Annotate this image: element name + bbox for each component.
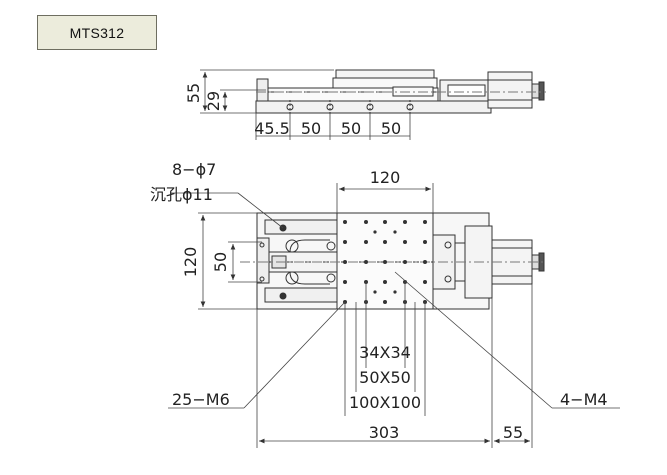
dim-grid-100: 100X100 — [349, 393, 421, 412]
dim-side-2: 50 — [341, 119, 361, 138]
dim-left-inner: 50 — [211, 252, 230, 272]
dim-bottom-motor: 55 — [503, 423, 523, 442]
dim-height-total: 55 — [184, 83, 203, 103]
dim-side-1: 50 — [301, 119, 321, 138]
dim-left-height: 120 — [181, 247, 200, 278]
top-view-dimensions — [168, 183, 620, 448]
side-view — [255, 69, 546, 114]
callout-holes: 8−ϕ7 — [172, 160, 216, 179]
model-label: MTS312 — [37, 15, 157, 50]
dim-side-0: 45.5 — [254, 119, 290, 138]
callout-m6: 25−M6 — [172, 390, 230, 409]
side-view-dimensions — [200, 69, 411, 140]
dim-side-3: 50 — [381, 119, 401, 138]
dim-top-width: 120 — [370, 168, 401, 187]
dim-height-table: 29 — [204, 91, 223, 111]
top-view — [240, 212, 546, 310]
callout-counterbore: 沉孔ϕ11 — [150, 185, 213, 204]
dim-grid-50: 50X50 — [359, 368, 411, 387]
dim-bottom-length: 303 — [369, 423, 400, 442]
dim-grid-34: 34X34 — [359, 343, 411, 362]
callout-m4: 4−M4 — [560, 390, 608, 409]
